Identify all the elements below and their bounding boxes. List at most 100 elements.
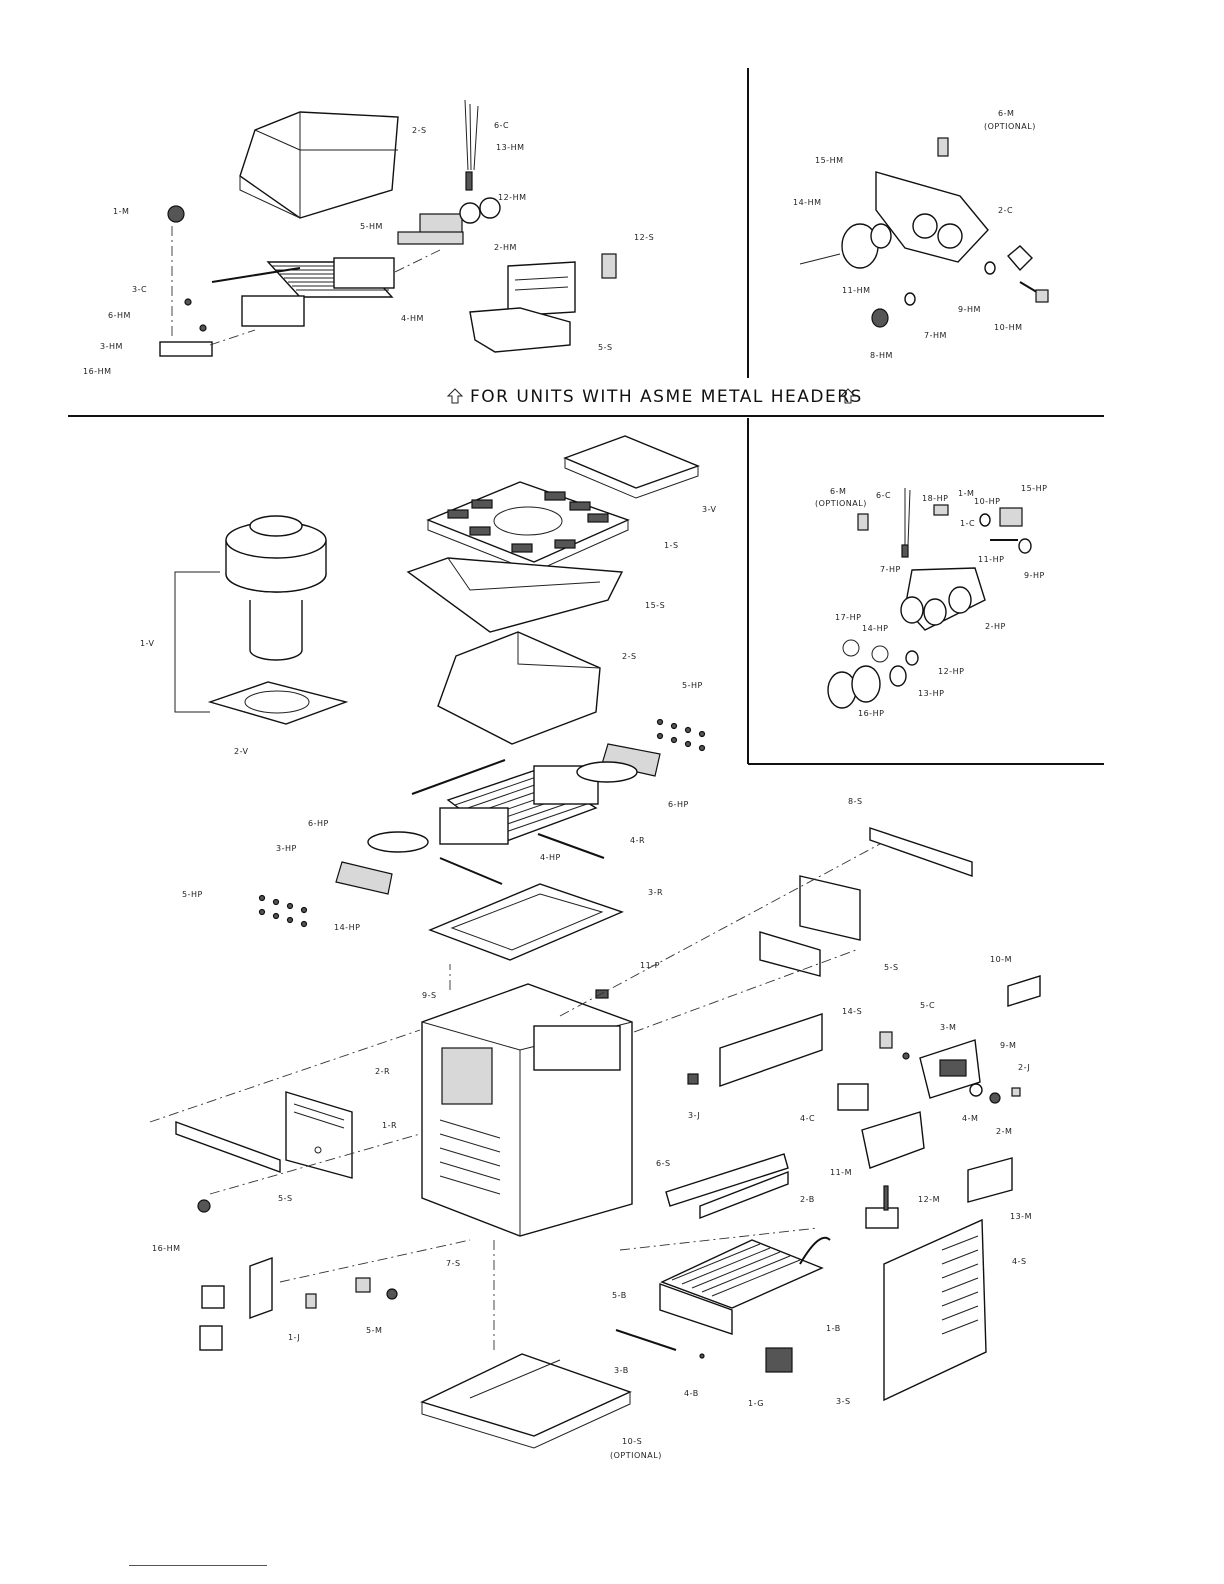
part-label: 9-HM	[958, 305, 981, 314]
part-label: 12-HP	[938, 667, 964, 676]
part-label: 11-M	[830, 1168, 852, 1177]
top-left-labels: 2-S 6-C 13-HM 12-HM 1-M 5-HM 2-HM 12-S 3…	[83, 121, 654, 376]
part-label: 5-HP	[182, 890, 203, 899]
mid-right-labels: 6-M (OPTIONAL) 6-C 18-HP 1-M 10-HP 15-HP…	[815, 484, 1047, 718]
part-label: 7-HP	[880, 565, 901, 574]
part-label: 16-HM	[152, 1244, 180, 1253]
part-label: 10-S	[622, 1437, 642, 1446]
part-label: 3-HP	[276, 844, 297, 853]
part-label: 13-M	[1010, 1212, 1032, 1221]
part-label: 14-HP	[334, 923, 360, 932]
part-label: 4-C	[800, 1114, 815, 1123]
part-label: 2-B	[800, 1195, 815, 1204]
part-label: 3-M	[940, 1023, 956, 1032]
part-label: 4-HP	[540, 853, 561, 862]
part-label: 5-S	[598, 343, 613, 352]
banner-text: FOR UNITS WITH ASME METAL HEADERS	[470, 387, 863, 407]
part-label: 5-S	[884, 963, 899, 972]
top-right-header-assembly	[799, 137, 1049, 328]
part-label: 5-C	[920, 1001, 935, 1010]
part-label: 2-HM	[494, 243, 517, 252]
part-label: 14-S	[842, 1007, 862, 1016]
optional-note: (OPTIONAL)	[610, 1451, 662, 1460]
part-label: 6-M	[998, 109, 1014, 118]
part-label: 6-HP	[308, 819, 329, 828]
part-label: 9-S	[422, 991, 437, 1000]
part-label: 14-HP	[862, 624, 888, 633]
part-label: 3-S	[836, 1397, 851, 1406]
part-label: 3-V	[702, 505, 717, 514]
part-label: 6-C	[494, 121, 509, 130]
part-label: 5-B	[612, 1291, 627, 1300]
part-label: 16-HP	[858, 709, 884, 718]
part-label: 9-M	[1000, 1041, 1016, 1050]
part-label: 1-M	[113, 207, 129, 216]
part-label: 4-HM	[401, 314, 424, 323]
top-right-labels: 6-M (OPTIONAL) 15-HM 14-HM 2-C 11-HM 9-H…	[793, 109, 1036, 360]
part-label: 3-HM	[100, 342, 123, 351]
part-label: 6-HP	[668, 800, 689, 809]
part-label: 15-HM	[815, 156, 843, 165]
part-label: 5-S	[278, 1194, 293, 1203]
part-label: 6-M	[830, 487, 846, 496]
part-label: 4-S	[1012, 1257, 1027, 1266]
part-label: 5-HP	[682, 681, 703, 690]
part-label: 2-S	[622, 652, 637, 661]
part-label: 13-HM	[496, 143, 524, 152]
part-label: 17-HP	[835, 613, 861, 622]
part-label: 2-S	[412, 126, 427, 135]
part-label: 1-M	[958, 489, 974, 498]
part-label: 3-R	[648, 888, 663, 897]
bolt-dots	[258, 718, 706, 928]
main-exploded-view	[149, 435, 1041, 1449]
optional-note: (OPTIONAL)	[815, 499, 867, 508]
part-label: 12-M	[918, 1195, 940, 1204]
part-label: 11-HP	[978, 555, 1004, 564]
part-label: 10-HP	[974, 497, 1000, 506]
part-label: 1-C	[960, 519, 975, 528]
top-left-assembly	[159, 99, 617, 357]
part-label: 12-HM	[498, 193, 526, 202]
part-label: 2-R	[375, 1067, 390, 1076]
mid-right-header-assembly	[827, 488, 1032, 709]
part-label: 3-B	[614, 1366, 629, 1375]
part-label: 6-HM	[108, 311, 131, 320]
part-label: 15-S	[645, 601, 665, 610]
up-arrow-icon	[446, 388, 464, 404]
part-label: 6-C	[876, 491, 891, 500]
part-label: 15-HP	[1021, 484, 1047, 493]
part-label: 18-HP	[922, 494, 948, 503]
part-label: 5-M	[366, 1326, 382, 1335]
footer-link-underline[interactable]	[129, 1565, 267, 1566]
part-label: 16-HM	[83, 367, 111, 376]
part-label: 10-M	[990, 955, 1012, 964]
part-label: 5-HM	[360, 222, 383, 231]
part-label: 4-M	[962, 1114, 978, 1123]
section-dividers	[68, 68, 1104, 765]
up-arrow-icon	[839, 388, 857, 404]
part-label: 3-J	[688, 1111, 700, 1120]
part-label: 1-B	[826, 1324, 841, 1333]
optional-note: (OPTIONAL)	[984, 122, 1036, 131]
part-label: 10-HM	[994, 323, 1022, 332]
part-label: 7-HM	[924, 331, 947, 340]
part-label: 3-C	[132, 285, 147, 294]
part-label: 11-HM	[842, 286, 870, 295]
part-label: 2-M	[996, 1127, 1012, 1136]
part-label: 2-V	[234, 747, 249, 756]
part-label: 6-S	[656, 1159, 671, 1168]
main-labels: 3-V 1-S 15-S 1-V 2-V 2-S 5-HP 6-HP 8-S 6…	[140, 505, 1032, 1460]
part-label: 1-G	[748, 1399, 764, 1408]
part-label: 4-R	[630, 836, 645, 845]
part-label: 7-S	[446, 1259, 461, 1268]
part-label: 1-R	[382, 1121, 397, 1130]
part-label: 2-J	[1018, 1063, 1030, 1072]
part-label: 8-HM	[870, 351, 893, 360]
part-label: 14-HM	[793, 198, 821, 207]
part-label: 8-S	[848, 797, 863, 806]
part-label: 1-V	[140, 639, 155, 648]
part-label: 1-S	[664, 541, 679, 550]
part-label: 9-HP	[1024, 571, 1045, 580]
part-label: 12-S	[634, 233, 654, 242]
